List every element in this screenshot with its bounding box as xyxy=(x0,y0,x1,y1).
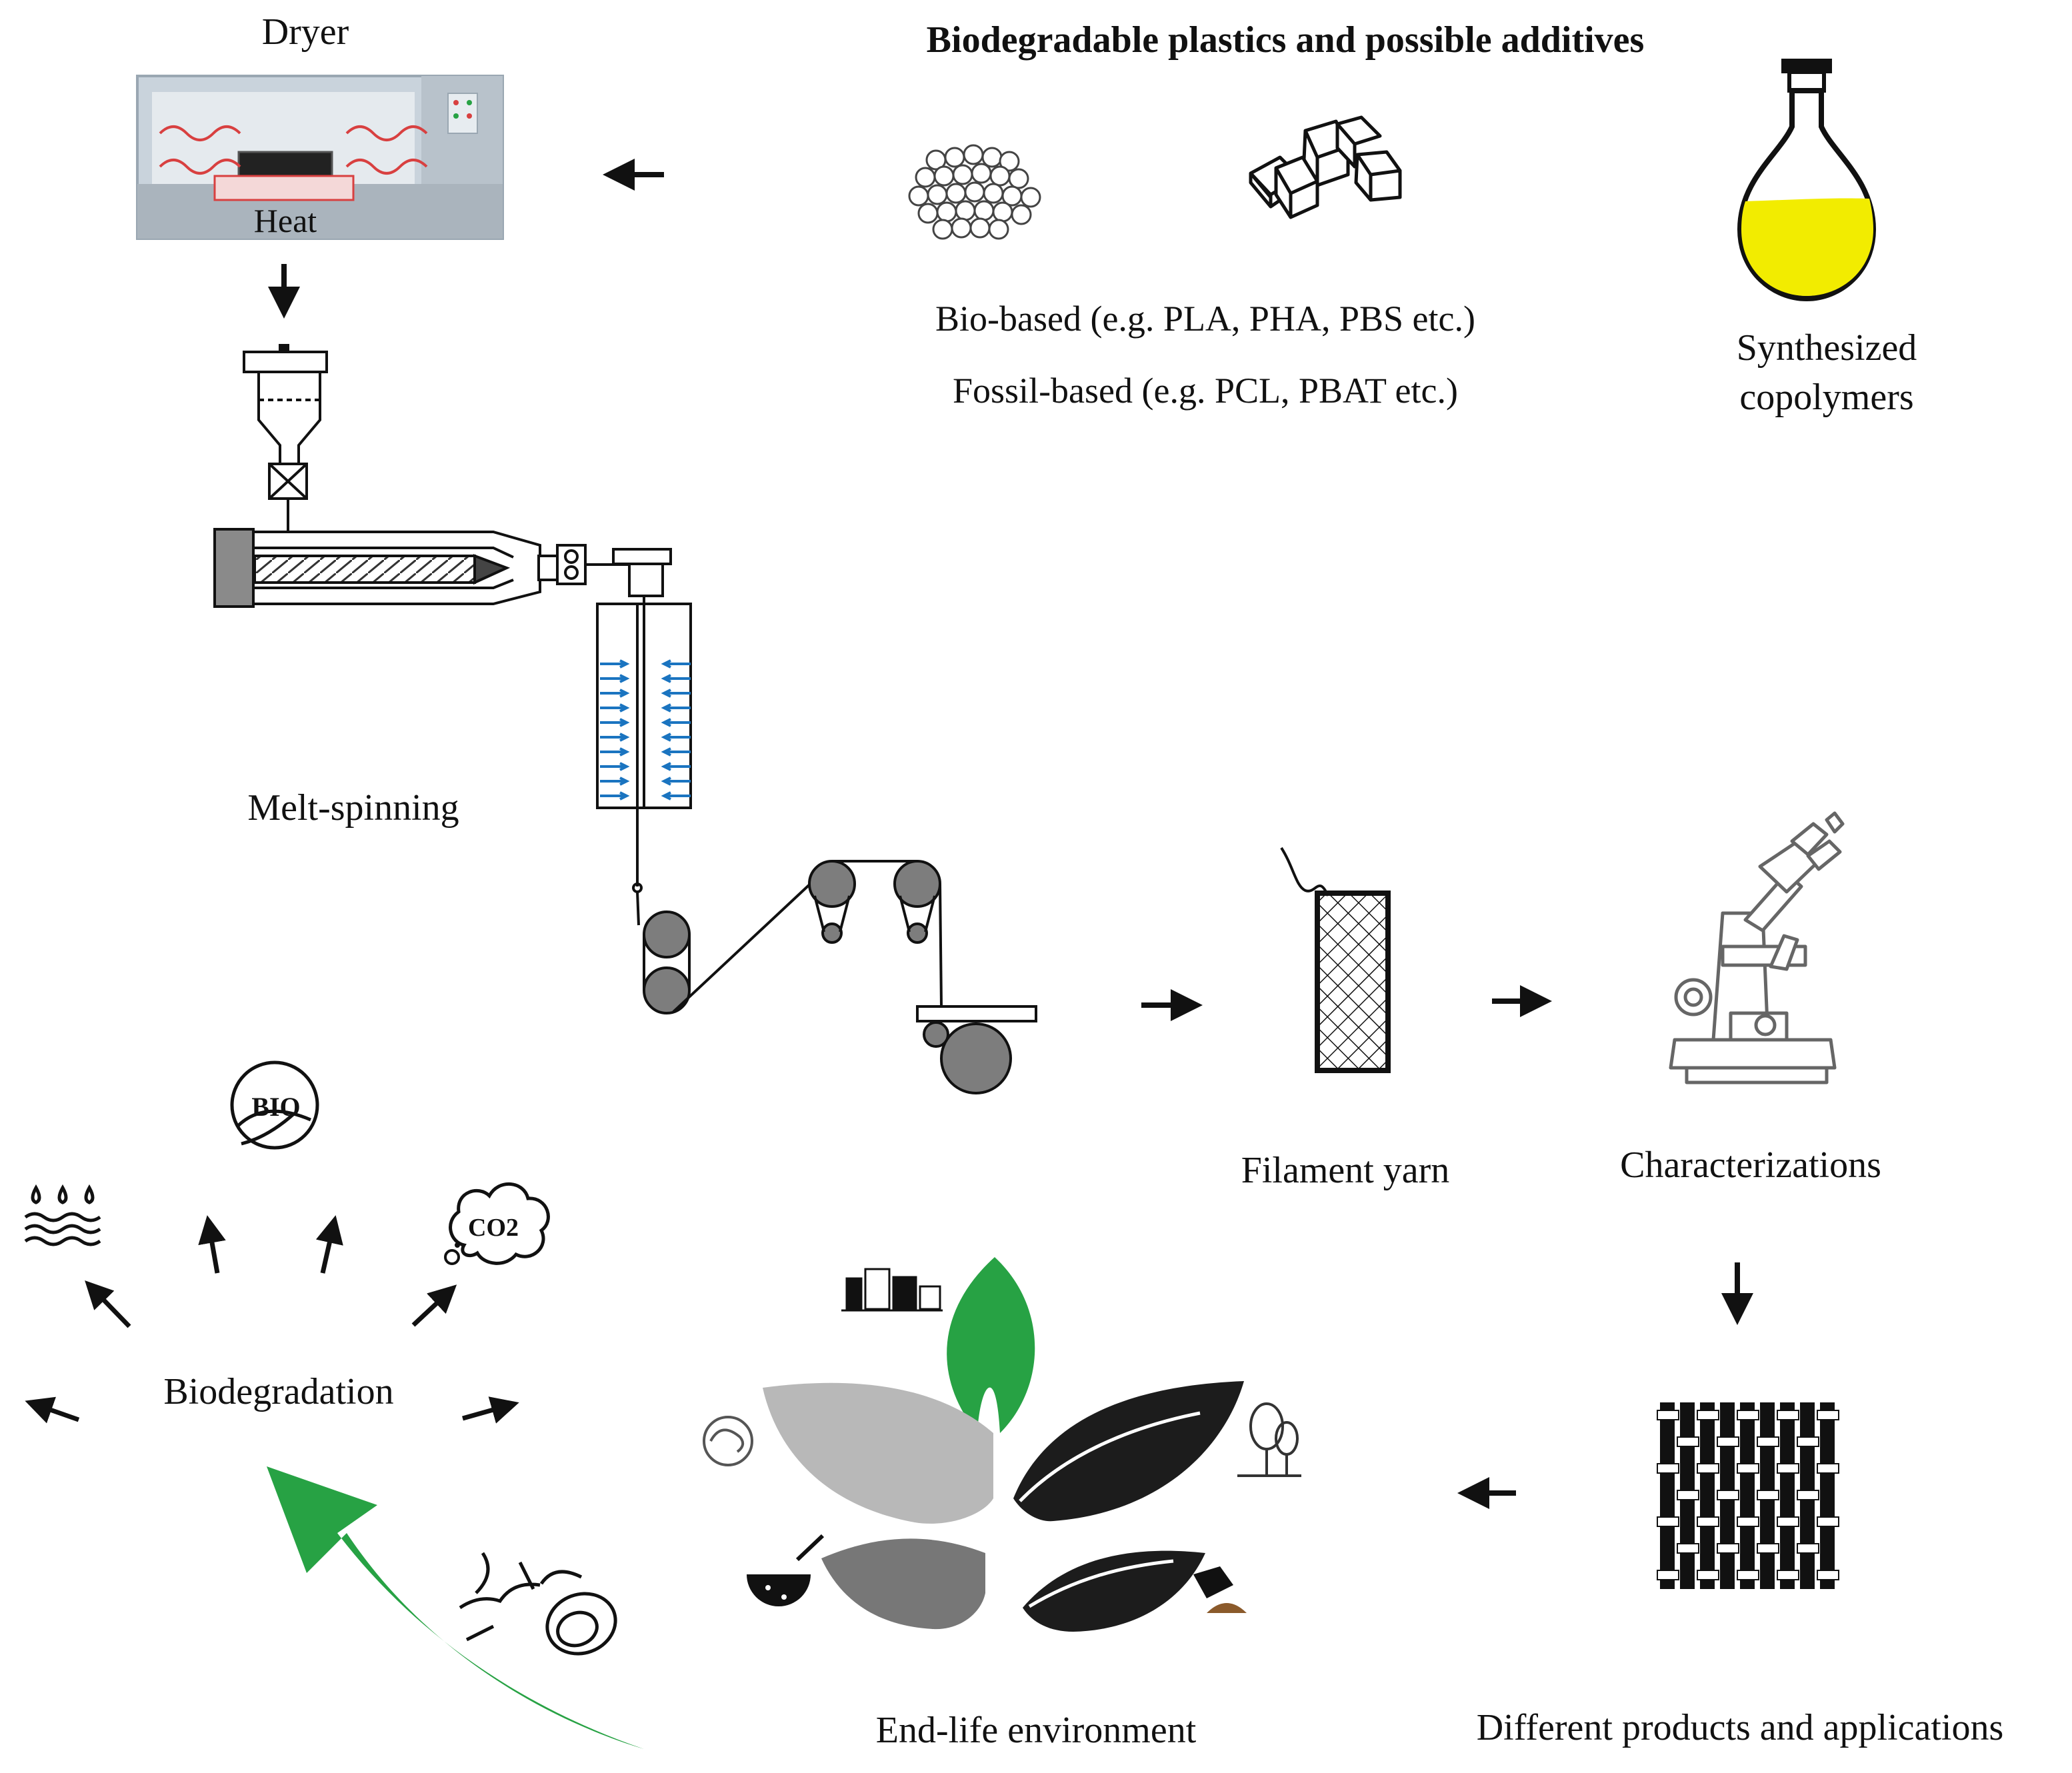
yarn-icon xyxy=(1280,847,1391,1073)
diagram-title: Biodegradable plastics and possible addi… xyxy=(927,19,1645,61)
fabric-weft xyxy=(1817,1463,1839,1474)
fabric-weft xyxy=(1677,1436,1699,1447)
extruder-icon xyxy=(213,344,692,926)
soil-hand-icon xyxy=(1193,1566,1247,1613)
fabric-weft xyxy=(1697,1410,1719,1420)
fabric-weft xyxy=(1717,1543,1739,1554)
fabric-weft xyxy=(1677,1543,1699,1554)
quench-arrow xyxy=(600,762,630,771)
bio-badge-text: BIO xyxy=(251,1092,300,1122)
city-icon xyxy=(841,1268,943,1312)
quench-arrow xyxy=(600,733,630,742)
quench-arrow xyxy=(661,689,691,698)
fabric-weft xyxy=(1697,1570,1719,1580)
fabric-weft xyxy=(1777,1463,1799,1474)
melt-spinning-label: Melt-spinning xyxy=(247,787,459,829)
fabric-weft xyxy=(1737,1463,1759,1474)
fabric-warp xyxy=(1820,1402,1835,1589)
flask-icon xyxy=(1737,59,1877,302)
quench-arrow xyxy=(661,674,691,683)
bio-badge-icon: BIO xyxy=(230,1060,319,1150)
filament-yarn-label: Filament yarn xyxy=(1241,1150,1450,1191)
fabric-weft xyxy=(1757,1543,1779,1554)
quench-arrow xyxy=(661,659,691,669)
dryer-icon xyxy=(136,75,504,240)
fabric-weft xyxy=(1797,1436,1819,1447)
pellets-icon xyxy=(908,144,1041,240)
fabric-weft xyxy=(1677,1490,1699,1500)
fabric-weft xyxy=(1777,1410,1799,1420)
fabric-weft xyxy=(1777,1516,1799,1527)
tree-icon xyxy=(1237,1402,1301,1477)
quench-arrow xyxy=(600,659,630,669)
co2-cloud-icon: CO2 xyxy=(444,1182,550,1265)
fabric-weft xyxy=(1657,1516,1679,1527)
biodegradation-arrows xyxy=(25,1215,519,1424)
quench-arrow xyxy=(600,703,630,713)
quench-arrow xyxy=(600,689,630,698)
fabric-weft xyxy=(1757,1436,1779,1447)
fabric-weft xyxy=(1797,1543,1819,1554)
quench-arrow xyxy=(600,718,630,727)
fabric-weft xyxy=(1717,1436,1739,1447)
fabric-weft xyxy=(1737,1410,1759,1420)
fabric-weft xyxy=(1817,1410,1839,1420)
quench-arrow xyxy=(661,703,691,713)
fabric-weft xyxy=(1697,1463,1719,1474)
synthesized-label-line1: Synthesized xyxy=(1737,327,1917,369)
fabric-weft xyxy=(1657,1410,1679,1420)
fossil-based-label: Fossil-based (e.g. PCL, PBAT etc.) xyxy=(953,371,1458,411)
products-label: Different products and applications xyxy=(1477,1707,2004,1748)
fabric-weft xyxy=(1757,1490,1779,1500)
compost-icon xyxy=(747,1534,825,1606)
quench-arrow xyxy=(600,777,630,786)
quench-air-arrows xyxy=(600,659,691,801)
end-life-label: End-life environment xyxy=(876,1710,1197,1751)
ocean-wave-icon xyxy=(703,1416,753,1466)
characterizations-label: Characterizations xyxy=(1620,1144,1881,1186)
green-arrow-icon xyxy=(267,1466,644,1749)
quench-arrow xyxy=(661,747,691,757)
bio-based-label: Bio-based (e.g. PLA, PHA, PBS etc.) xyxy=(935,299,1475,339)
fabric-icon xyxy=(1657,1402,1839,1589)
co2-text: CO2 xyxy=(468,1214,519,1242)
fabric-warp xyxy=(1660,1402,1675,1589)
quench-arrow xyxy=(600,674,630,683)
quench-arrow xyxy=(661,791,691,801)
biodegradation-label: Biodegradation xyxy=(163,1371,393,1412)
leaf-cluster-icon xyxy=(703,1257,1301,1632)
quench-arrow xyxy=(600,791,630,801)
quench-arrow xyxy=(661,718,691,727)
fabric-weft xyxy=(1797,1490,1819,1500)
fabric-warp xyxy=(1740,1402,1755,1589)
cubes-icon xyxy=(1249,115,1402,219)
fabric-weft xyxy=(1697,1516,1719,1527)
fabric-weft xyxy=(1777,1570,1799,1580)
quench-arrow xyxy=(600,747,630,757)
dryer-label: Dryer xyxy=(262,11,349,53)
microbe-icon xyxy=(459,1552,617,1656)
fabric-weft xyxy=(1737,1516,1759,1527)
quench-arrow xyxy=(661,762,691,771)
water-icon xyxy=(24,1184,101,1246)
fabric-weft xyxy=(1817,1516,1839,1527)
synthesized-label-line2: copolymers xyxy=(1739,377,1913,418)
fabric-weft xyxy=(1717,1490,1739,1500)
fabric-weft xyxy=(1737,1570,1759,1580)
fabric-weft xyxy=(1657,1463,1679,1474)
microscope-icon xyxy=(1669,811,1845,1084)
quench-arrow xyxy=(661,733,691,742)
heat-label: Heat xyxy=(254,202,317,239)
fabric-weft xyxy=(1657,1570,1679,1580)
winding-rollers xyxy=(643,860,1037,1094)
quench-arrow xyxy=(661,777,691,786)
fabric-warp xyxy=(1780,1402,1795,1589)
fabric-weft xyxy=(1817,1570,1839,1580)
fabric-warp xyxy=(1700,1402,1715,1589)
